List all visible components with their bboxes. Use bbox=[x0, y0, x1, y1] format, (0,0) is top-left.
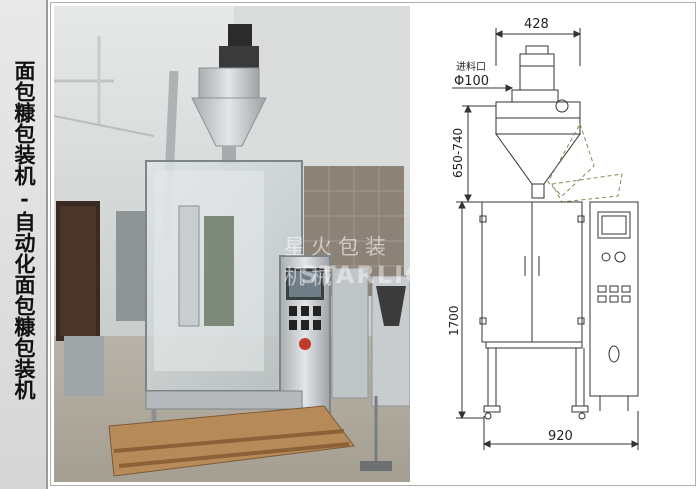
dimension-drawing: 428 进料口 Φ100 650-740 1700 920 bbox=[412, 6, 692, 482]
title-sidebar: 面包糠包装机-自动化面包糠包装机 bbox=[0, 0, 48, 489]
photo-illustration bbox=[54, 6, 410, 482]
machine-photo: 星火包装机械 STARLIGHT bbox=[54, 6, 410, 482]
inlet-label: 进料口 bbox=[456, 60, 486, 73]
dim-hopper-height: 650-740 bbox=[451, 128, 465, 178]
watermark-cn: 星火包装机械 bbox=[284, 235, 392, 289]
watermark-en: STARLIGHT bbox=[300, 261, 410, 289]
drawing-svg: 428 进料口 Φ100 650-740 1700 920 bbox=[447, 17, 640, 450]
dim-body-height: 1700 bbox=[447, 305, 461, 336]
dim-top-width: 428 bbox=[524, 17, 549, 32]
product-title: 面包糠包装机-自动化面包糠包装机 bbox=[12, 60, 37, 400]
dim-base-width: 920 bbox=[548, 429, 573, 444]
inlet-diameter: Φ100 bbox=[454, 74, 489, 89]
